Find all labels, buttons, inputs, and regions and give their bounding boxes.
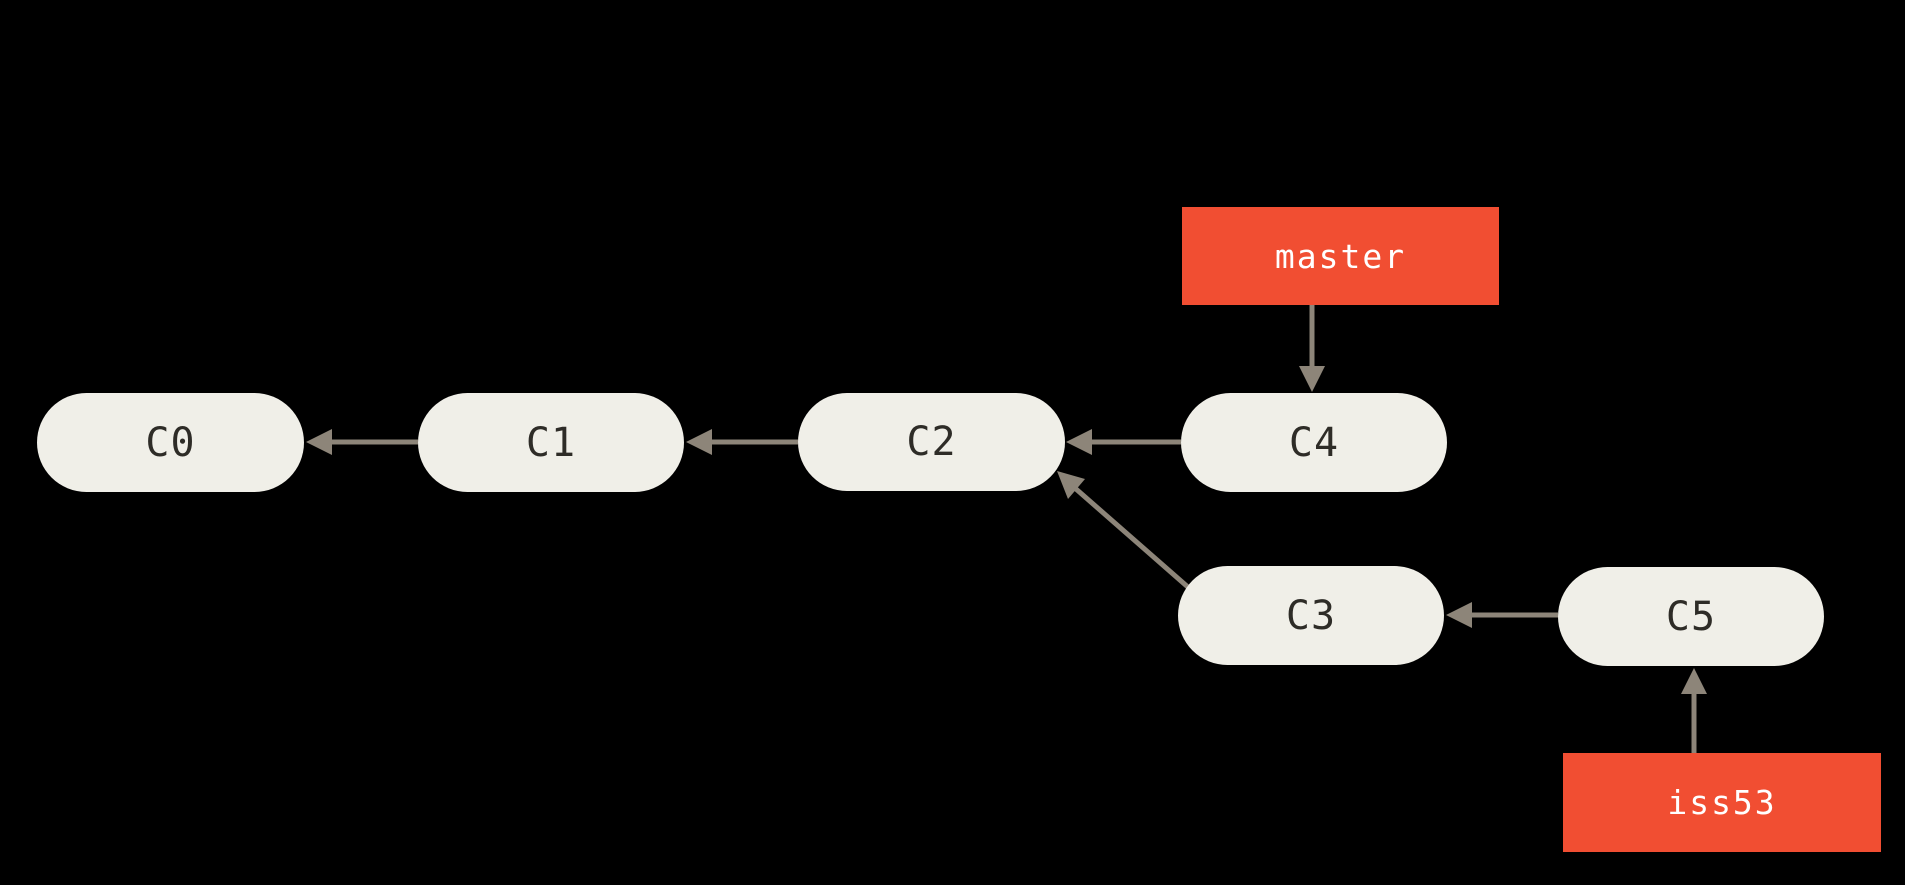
- edge-iss53-to-c5: [1681, 668, 1707, 753]
- branch-label-master: master: [1182, 207, 1499, 305]
- commit-node-c4: C4: [1181, 393, 1447, 492]
- edge-c2-to-c1: [686, 429, 798, 455]
- commit-label: C1: [525, 419, 577, 466]
- commit-node-c2: C2: [798, 393, 1065, 491]
- commit-node-c0: C0: [37, 393, 304, 492]
- edge-c5-to-c3: [1446, 602, 1558, 628]
- commit-node-c3: C3: [1178, 566, 1444, 665]
- commit-label: C2: [906, 419, 957, 465]
- commit-label: C3: [1285, 592, 1337, 639]
- commit-label: C0: [145, 419, 196, 466]
- branch-name: master: [1274, 236, 1407, 276]
- edge-master-to-c4: [1299, 305, 1325, 392]
- commit-label: C4: [1288, 419, 1340, 466]
- edge-c4-to-c2: [1066, 429, 1181, 455]
- commit-label: C5: [1665, 593, 1717, 640]
- commit-node-c1: C1: [418, 393, 684, 492]
- branch-name: iss53: [1667, 783, 1777, 822]
- edge-c1-to-c0: [306, 429, 418, 455]
- commit-node-c5: C5: [1558, 567, 1824, 666]
- edge-c3-to-c2: [1057, 471, 1191, 590]
- branch-label-iss53: iss53: [1563, 753, 1881, 852]
